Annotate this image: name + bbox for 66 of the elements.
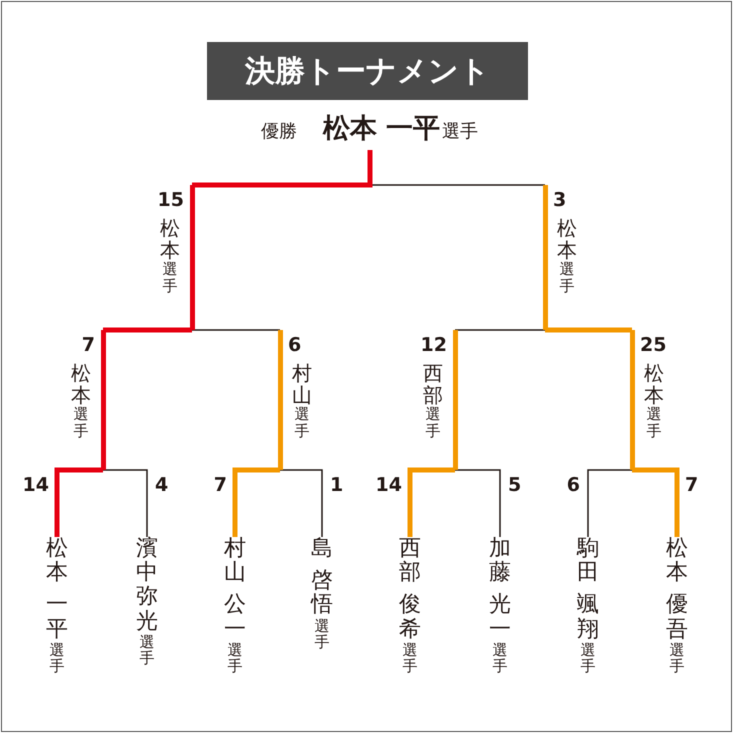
bracket-line	[632, 468, 680, 537]
honorific-text: 選手	[140, 634, 154, 667]
score-label: 14	[376, 476, 402, 495]
bracket-line	[408, 468, 455, 537]
given-name-text: 啓悟	[311, 569, 333, 618]
score-label: 7	[82, 336, 95, 355]
winner-name: 西部	[423, 362, 443, 406]
honorific-text: 選手	[50, 642, 64, 675]
score-label: 4	[155, 476, 168, 495]
honorific-text: 選手	[402, 642, 418, 675]
surname-text: 村山	[224, 537, 246, 586]
award-label: 優勝	[260, 120, 297, 143]
winner-name: 村山	[292, 362, 312, 406]
score-label: 6	[288, 336, 302, 355]
honorific-text: 選手	[426, 406, 440, 439]
given-name-text: 颯翔	[577, 593, 599, 642]
winner-name: 松本	[644, 362, 664, 406]
surname-text: 松本	[46, 537, 68, 586]
honorific-text: 選手	[442, 120, 478, 143]
score-label: 14	[22, 476, 49, 495]
honorific-text: 選手	[670, 642, 684, 675]
score-label: 7	[214, 476, 227, 495]
winner-name: 松本 一平	[322, 112, 440, 146]
bracket-line	[103, 469, 148, 537]
honorific-text: 選手	[580, 642, 596, 675]
winner-name: 松本	[557, 217, 577, 261]
bracket-line	[280, 469, 323, 537]
surname-text: 加藤	[489, 537, 511, 586]
honorific-text: 選手	[314, 618, 330, 651]
bracket-line	[100, 328, 192, 332]
surname-text: 駒田	[577, 537, 599, 586]
given-name-text: 俊希	[399, 593, 421, 642]
winner-name: 松本	[160, 217, 180, 261]
score-label: 5	[508, 476, 522, 495]
bracket-line	[54, 468, 103, 537]
score-label: 7	[685, 476, 698, 495]
honorific-text: 選手	[74, 406, 88, 439]
honorific-text: 選手	[492, 642, 508, 675]
given-name-text: 一平	[46, 593, 68, 642]
surname-text: 松本	[666, 537, 688, 586]
honorific-text: 選手	[228, 642, 242, 675]
given-name-text: 公一	[224, 593, 246, 642]
surname-text: 西部	[399, 537, 421, 586]
score-label: 25	[640, 336, 666, 355]
honorific-text: 選手	[646, 406, 662, 439]
bracket-line	[587, 469, 632, 537]
bracket-line	[192, 329, 281, 331]
given-name-text: 光一	[489, 593, 511, 642]
bracket-line	[455, 469, 501, 537]
honorific-text: 選手	[560, 261, 574, 294]
honorific-text: 選手	[162, 261, 178, 294]
score-label: 6	[566, 476, 580, 495]
bracket-line	[545, 328, 634, 332]
given-name-text: 優吾	[666, 593, 688, 642]
honorific-text: 選手	[294, 406, 310, 439]
winner-name: 松本	[71, 362, 91, 406]
bracket-line	[232, 468, 280, 537]
score-label: 12	[420, 336, 447, 355]
bracket-line	[192, 150, 372, 188]
title-banner: 決勝トーナメント	[207, 42, 528, 100]
score-label: 1	[330, 476, 344, 495]
surname-text: 島	[311, 537, 333, 562]
score-label: 3	[553, 191, 566, 210]
surname-text: 濱中弥光	[136, 537, 158, 634]
score-label: 15	[158, 191, 184, 210]
bracket-line	[454, 329, 545, 331]
